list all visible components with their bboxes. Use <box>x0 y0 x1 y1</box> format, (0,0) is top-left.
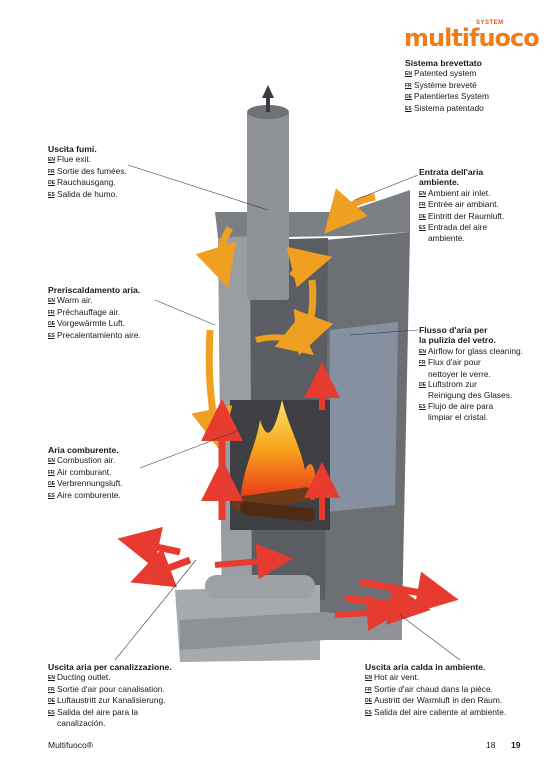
leader-ducting <box>114 559 197 661</box>
bottom-duct-arrow <box>214 543 293 580</box>
brand-wordmark: multifuoco <box>404 24 540 52</box>
top-swirl-arrow-right <box>286 246 333 288</box>
leader-flue <box>127 164 269 211</box>
label-glass-airflow: Flusso d'aria per la pulizia del vetro. … <box>419 325 523 423</box>
footer-brand: Multifuoco® <box>48 740 94 750</box>
glass-door <box>328 322 398 512</box>
preheat-arrow-left <box>191 329 233 451</box>
ducting-arrow-left <box>117 526 181 568</box>
leader-glass <box>349 329 419 336</box>
log-2 <box>240 501 315 522</box>
leader-combustion <box>139 429 241 469</box>
footer-page-left: 18 <box>486 740 496 750</box>
fire-flames <box>240 400 316 500</box>
brand-logo: multifuoco SYSTEM <box>404 20 540 56</box>
leader-preheat <box>154 299 216 326</box>
hot-air-arrow-right-3 <box>334 595 403 632</box>
footer-page-right: 19 <box>511 740 521 750</box>
stove-base-front <box>180 612 402 650</box>
ambient-inlet-arrow <box>324 188 376 234</box>
patent-title: Sistema brevettato <box>405 58 482 68</box>
flue-exit-arrow <box>262 85 274 112</box>
flue-pipe <box>247 110 289 300</box>
leader-hot-air <box>399 614 461 661</box>
ducting-arrow-left-2 <box>130 547 192 588</box>
leader-ambient <box>354 174 419 201</box>
stove-top-panel <box>215 190 410 238</box>
brand-superscript: SYSTEM <box>476 20 504 26</box>
lower-duct <box>205 575 315 599</box>
glass-airflow-arrow <box>255 318 315 356</box>
top-swirl-arrow-left <box>195 226 236 289</box>
